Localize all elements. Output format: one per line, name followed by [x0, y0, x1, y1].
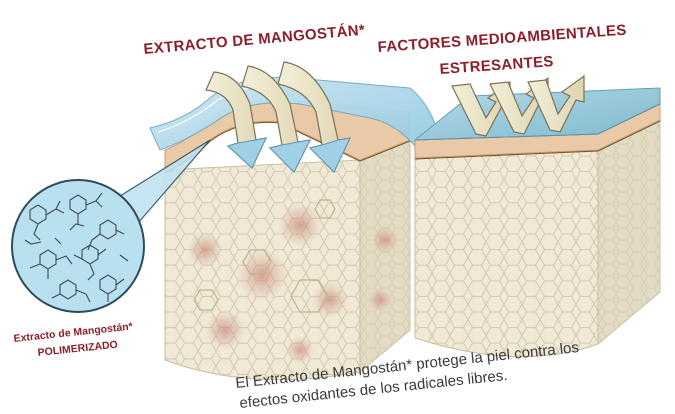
factors-title-line2: ESTRESANTES	[439, 53, 554, 78]
magnifier-circle	[11, 179, 145, 313]
polymer-label-line2: POLIMERIZADO	[37, 339, 118, 359]
bounce-arrow-3	[527, 74, 585, 133]
extract-title: EXTRACTO DE MANGOSTÁN*	[143, 22, 366, 58]
extract-arrows	[205, 61, 352, 174]
polymer-magnifier	[11, 139, 211, 313]
protected-skin-block	[149, 76, 446, 381]
exposed-skin-block	[413, 87, 661, 358]
polymer-molecules	[24, 192, 129, 303]
stressor-arrows	[451, 74, 585, 137]
factors-title-line1: FACTORES MEDIOAMBIENTALES	[377, 22, 627, 56]
